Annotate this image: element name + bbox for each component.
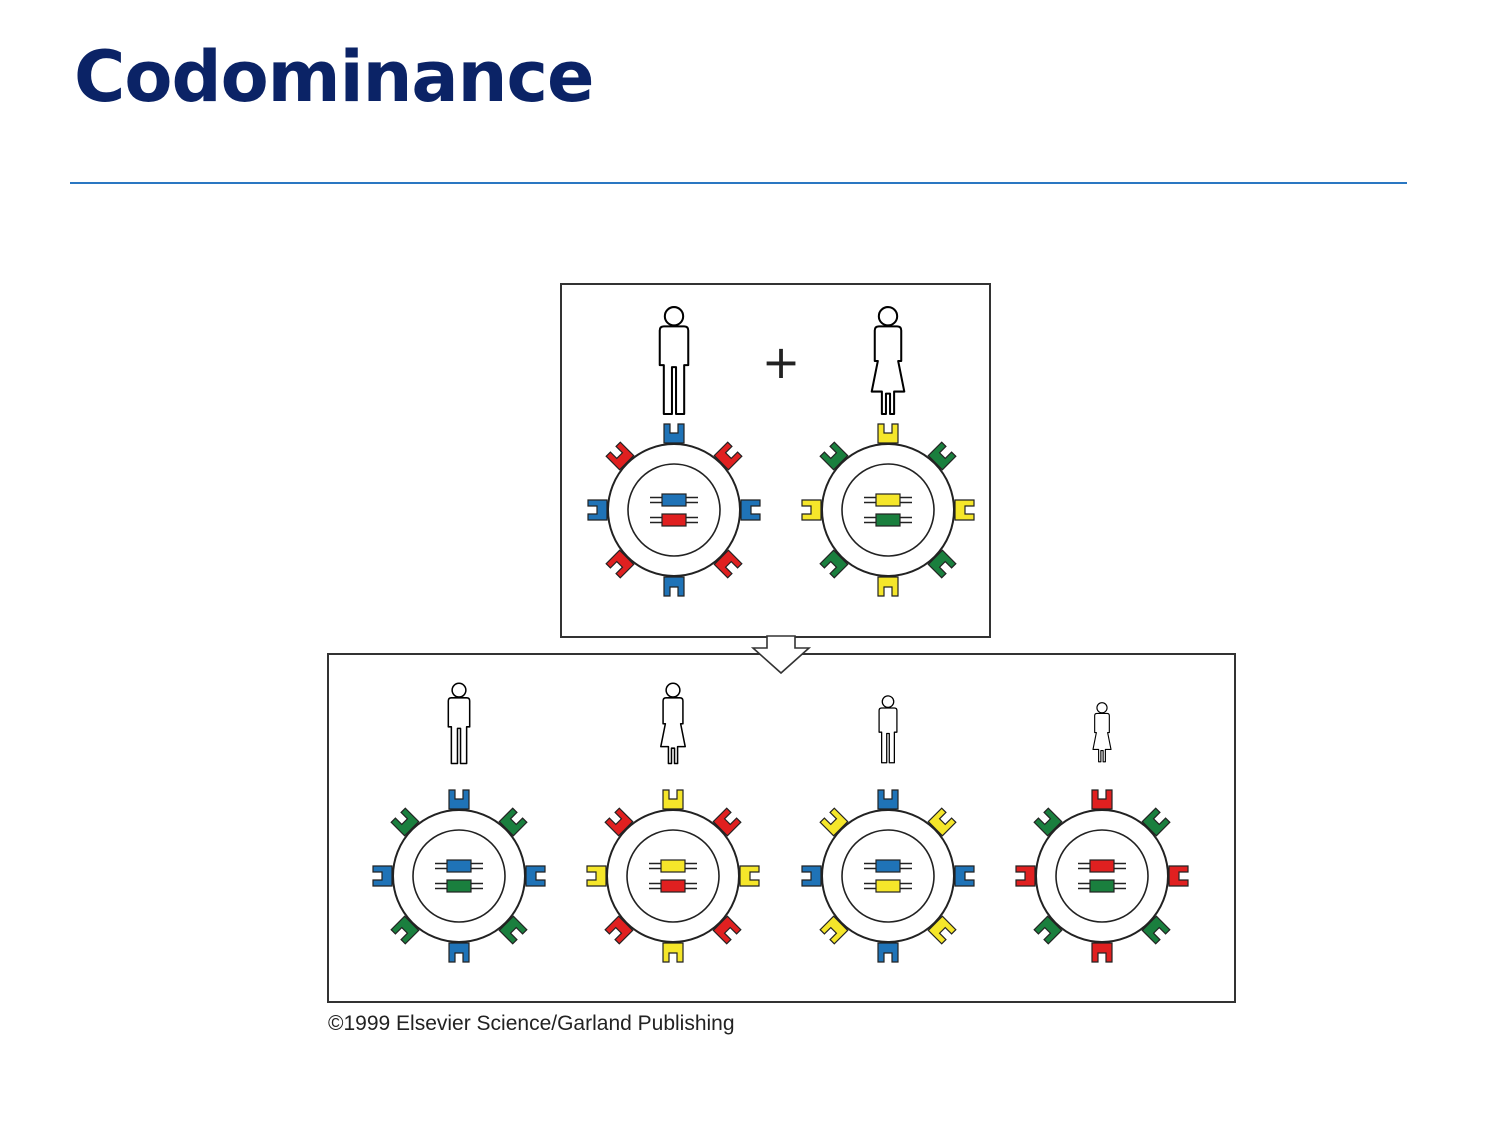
offspring-cell-2	[586, 789, 760, 963]
allele-yellow	[875, 493, 901, 507]
allele-green	[875, 513, 901, 527]
cell-nucleus	[412, 829, 506, 923]
cells-layer	[372, 423, 1189, 963]
down-arrow	[750, 635, 812, 675]
offspring-cell-4	[1015, 789, 1189, 963]
cell-nucleus	[841, 829, 935, 923]
allele-yellow	[660, 859, 686, 873]
allele-blue	[446, 859, 472, 873]
cell-nucleus	[1055, 829, 1149, 923]
offspring-cell-3	[801, 789, 975, 963]
title-divider	[70, 182, 1407, 184]
copyright-credit: ©1999 Elsevier Science/Garland Publishin…	[328, 1012, 735, 1035]
allele-red	[1089, 859, 1115, 873]
offspring-cell-1	[372, 789, 546, 963]
slide-title: Codominance	[74, 36, 594, 118]
allele-yellow	[875, 879, 901, 893]
allele-red	[660, 879, 686, 893]
cell-nucleus	[626, 829, 720, 923]
parent-cell-2	[801, 423, 975, 597]
parent-cell-1	[587, 423, 761, 597]
cell-nucleus	[841, 463, 935, 557]
allele-blue	[661, 493, 687, 507]
allele-blue	[875, 859, 901, 873]
allele-red	[661, 513, 687, 527]
plus-sign: +	[762, 335, 801, 389]
allele-green	[1089, 879, 1115, 893]
allele-green	[446, 879, 472, 893]
cell-nucleus	[627, 463, 721, 557]
